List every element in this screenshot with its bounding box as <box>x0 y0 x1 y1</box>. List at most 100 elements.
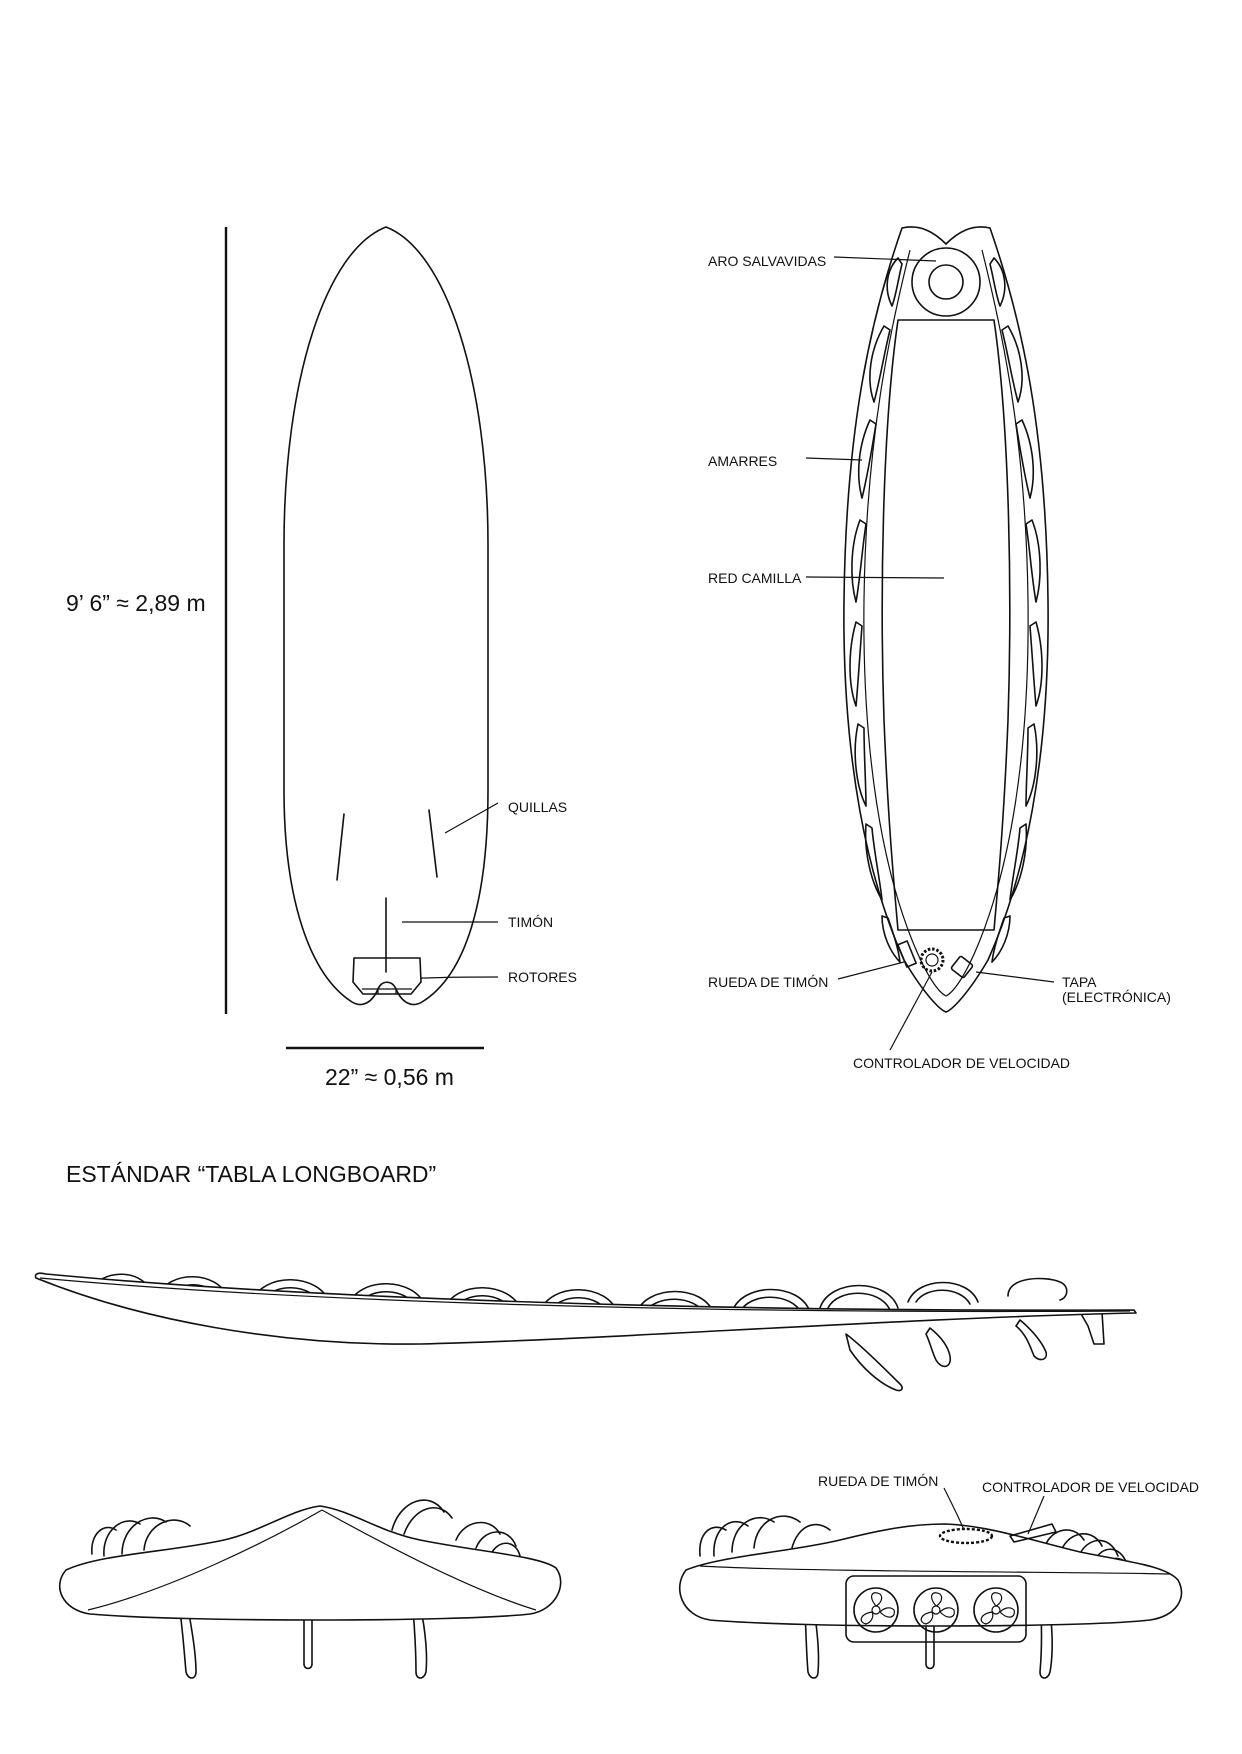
rear-rudder-wheel-label: RUEDA DE TIMÓN <box>818 1473 938 1489</box>
rear-lashing-arc <box>699 1526 727 1557</box>
stretcher-net-label: RED CAMILLA <box>708 570 802 586</box>
side-lashing-arc <box>731 1288 811 1313</box>
board-front-view <box>58 1499 562 1679</box>
side-fin-1 <box>845 1333 903 1392</box>
side-board-deck-line <box>39 1277 1131 1313</box>
section-title: ESTÁNDAR “TABLA LONGBOARD” <box>66 1161 436 1187</box>
rotors-label: ROTORES <box>508 969 577 985</box>
side-board-profile <box>34 1272 1137 1345</box>
side-lashing-arc <box>915 1289 971 1305</box>
width-dimension-text: 22” ≈ 0,56 m <box>325 1064 454 1090</box>
rotor-housing <box>352 957 422 995</box>
board-outline <box>283 226 489 1006</box>
side-rudder <box>1079 1311 1105 1345</box>
board-bottom-view: 9’ 6” ≈ 2,89 m QUILLAS TIMÓN ROTORES 22”… <box>66 226 577 1090</box>
front-lashing-arc <box>455 1521 501 1541</box>
front-lashing-arc <box>143 1519 191 1551</box>
front-board-body <box>58 1505 562 1621</box>
rotors-leader <box>420 976 499 979</box>
rear-rotor-housing <box>845 1575 1027 1643</box>
board-top-view: ARO SALVAVIDAS AMARRES RED CAMILLA RUEDA… <box>708 226 1171 1071</box>
lashings-left <box>849 257 903 963</box>
lashings-label: AMARRES <box>708 453 777 469</box>
rudder-wheel-box <box>897 940 917 968</box>
board-side-view <box>34 1272 1137 1392</box>
rotor-fan-blade <box>931 1592 943 1607</box>
rudder-label: TIMÓN <box>508 914 553 930</box>
rotor-fan-blade <box>920 1611 934 1625</box>
lashing-loop <box>1029 621 1043 707</box>
rotor-fan-blade <box>939 1607 955 1618</box>
rudder-wheel-leader <box>837 961 905 980</box>
lashing-loop <box>989 257 1006 307</box>
electronics-cover-leader <box>975 971 1055 983</box>
stretcher-net <box>881 319 1011 931</box>
fin-right <box>428 809 438 878</box>
side-lashing-arc <box>907 1281 979 1303</box>
rotor-fan-2 <box>913 1587 959 1633</box>
rear-rudder-wheel <box>938 1527 994 1545</box>
lashing-loop <box>1015 419 1035 499</box>
fin-left <box>336 813 345 881</box>
lashing-loop <box>854 723 867 807</box>
rotor-fan-ring <box>853 1587 899 1633</box>
lashing-loop <box>1025 723 1038 807</box>
board-rear-view: RUEDA DE TIMÓN CONTROLADOR DE VELOCIDAD <box>678 1473 1199 1679</box>
life-ring-leader <box>833 256 937 262</box>
lashing-loop <box>886 257 903 307</box>
lashing-loop <box>1009 823 1028 901</box>
rotor-fan-blade <box>860 1611 874 1625</box>
front-lashing-arc <box>121 1517 167 1555</box>
rear-lashing-arc <box>731 1516 775 1553</box>
front-lashing-arc <box>391 1499 445 1531</box>
lashings-right <box>989 257 1043 963</box>
speed-controller-dial-inner <box>925 953 939 967</box>
rear-rudder-wheel-leader <box>943 1487 965 1531</box>
side-fin-3 <box>1015 1319 1048 1361</box>
electronics-cover-label-line2: (ELECTRÓNICA) <box>1062 989 1171 1005</box>
rotor-fan-1 <box>853 1587 899 1633</box>
lashing-loop <box>849 621 863 707</box>
fins-leader <box>444 802 499 834</box>
front-board-ridge-right <box>321 1509 537 1611</box>
rotor-fan-blade <box>871 1592 883 1607</box>
speed-controller-leader <box>889 971 933 1051</box>
rotor-fan-blade <box>980 1611 994 1625</box>
top-board-outline <box>843 226 1049 1013</box>
rear-board-body <box>678 1523 1183 1627</box>
life-ring-outer <box>911 247 981 317</box>
lashings-leader <box>805 457 863 461</box>
top-deck-inner-line <box>863 249 1029 997</box>
lashing-loop <box>857 419 877 499</box>
front-lashing-arc <box>403 1507 453 1535</box>
length-dimension-text: 9’ 6” ≈ 2,89 m <box>66 590 206 616</box>
rear-speed-controller <box>1009 1523 1057 1543</box>
rudder-wheel-label: RUEDA DE TIMÓN <box>708 974 828 990</box>
front-lashing-arc <box>475 1531 517 1549</box>
lashing-loop <box>881 915 901 963</box>
rear-board-deck-line <box>699 1565 1171 1575</box>
electronics-cover-label-line1: TAPA <box>1062 974 1097 990</box>
rotor-fan-ring <box>973 1587 1019 1633</box>
rear-speed-controller-leader <box>1027 1495 1045 1535</box>
lashing-loop <box>869 325 891 403</box>
lashing-loop <box>1025 519 1041 603</box>
rotor-fan-blade <box>879 1607 895 1618</box>
rotor-fan-blade <box>999 1607 1015 1618</box>
lashing-loop <box>991 915 1011 963</box>
speed-controller-label: CONTROLADOR DE VELOCIDAD <box>853 1055 1070 1071</box>
lashing-loop <box>851 519 867 603</box>
rotor-fan-ring <box>913 1587 959 1633</box>
side-tail-cover <box>1007 1277 1068 1301</box>
side-lashing-arc <box>819 1284 899 1309</box>
stretcher-net-leader <box>805 576 945 579</box>
fins-label: QUILLAS <box>508 799 567 815</box>
rotor-fan-3 <box>973 1587 1019 1633</box>
front-board-ridge-left <box>87 1509 323 1611</box>
life-ring-label: ARO SALVAVIDAS <box>708 253 826 269</box>
rear-lashing-arc <box>753 1515 801 1549</box>
side-fin-2 <box>925 1327 952 1368</box>
life-ring-inner <box>928 264 964 300</box>
speed-controller-dial <box>919 947 945 973</box>
